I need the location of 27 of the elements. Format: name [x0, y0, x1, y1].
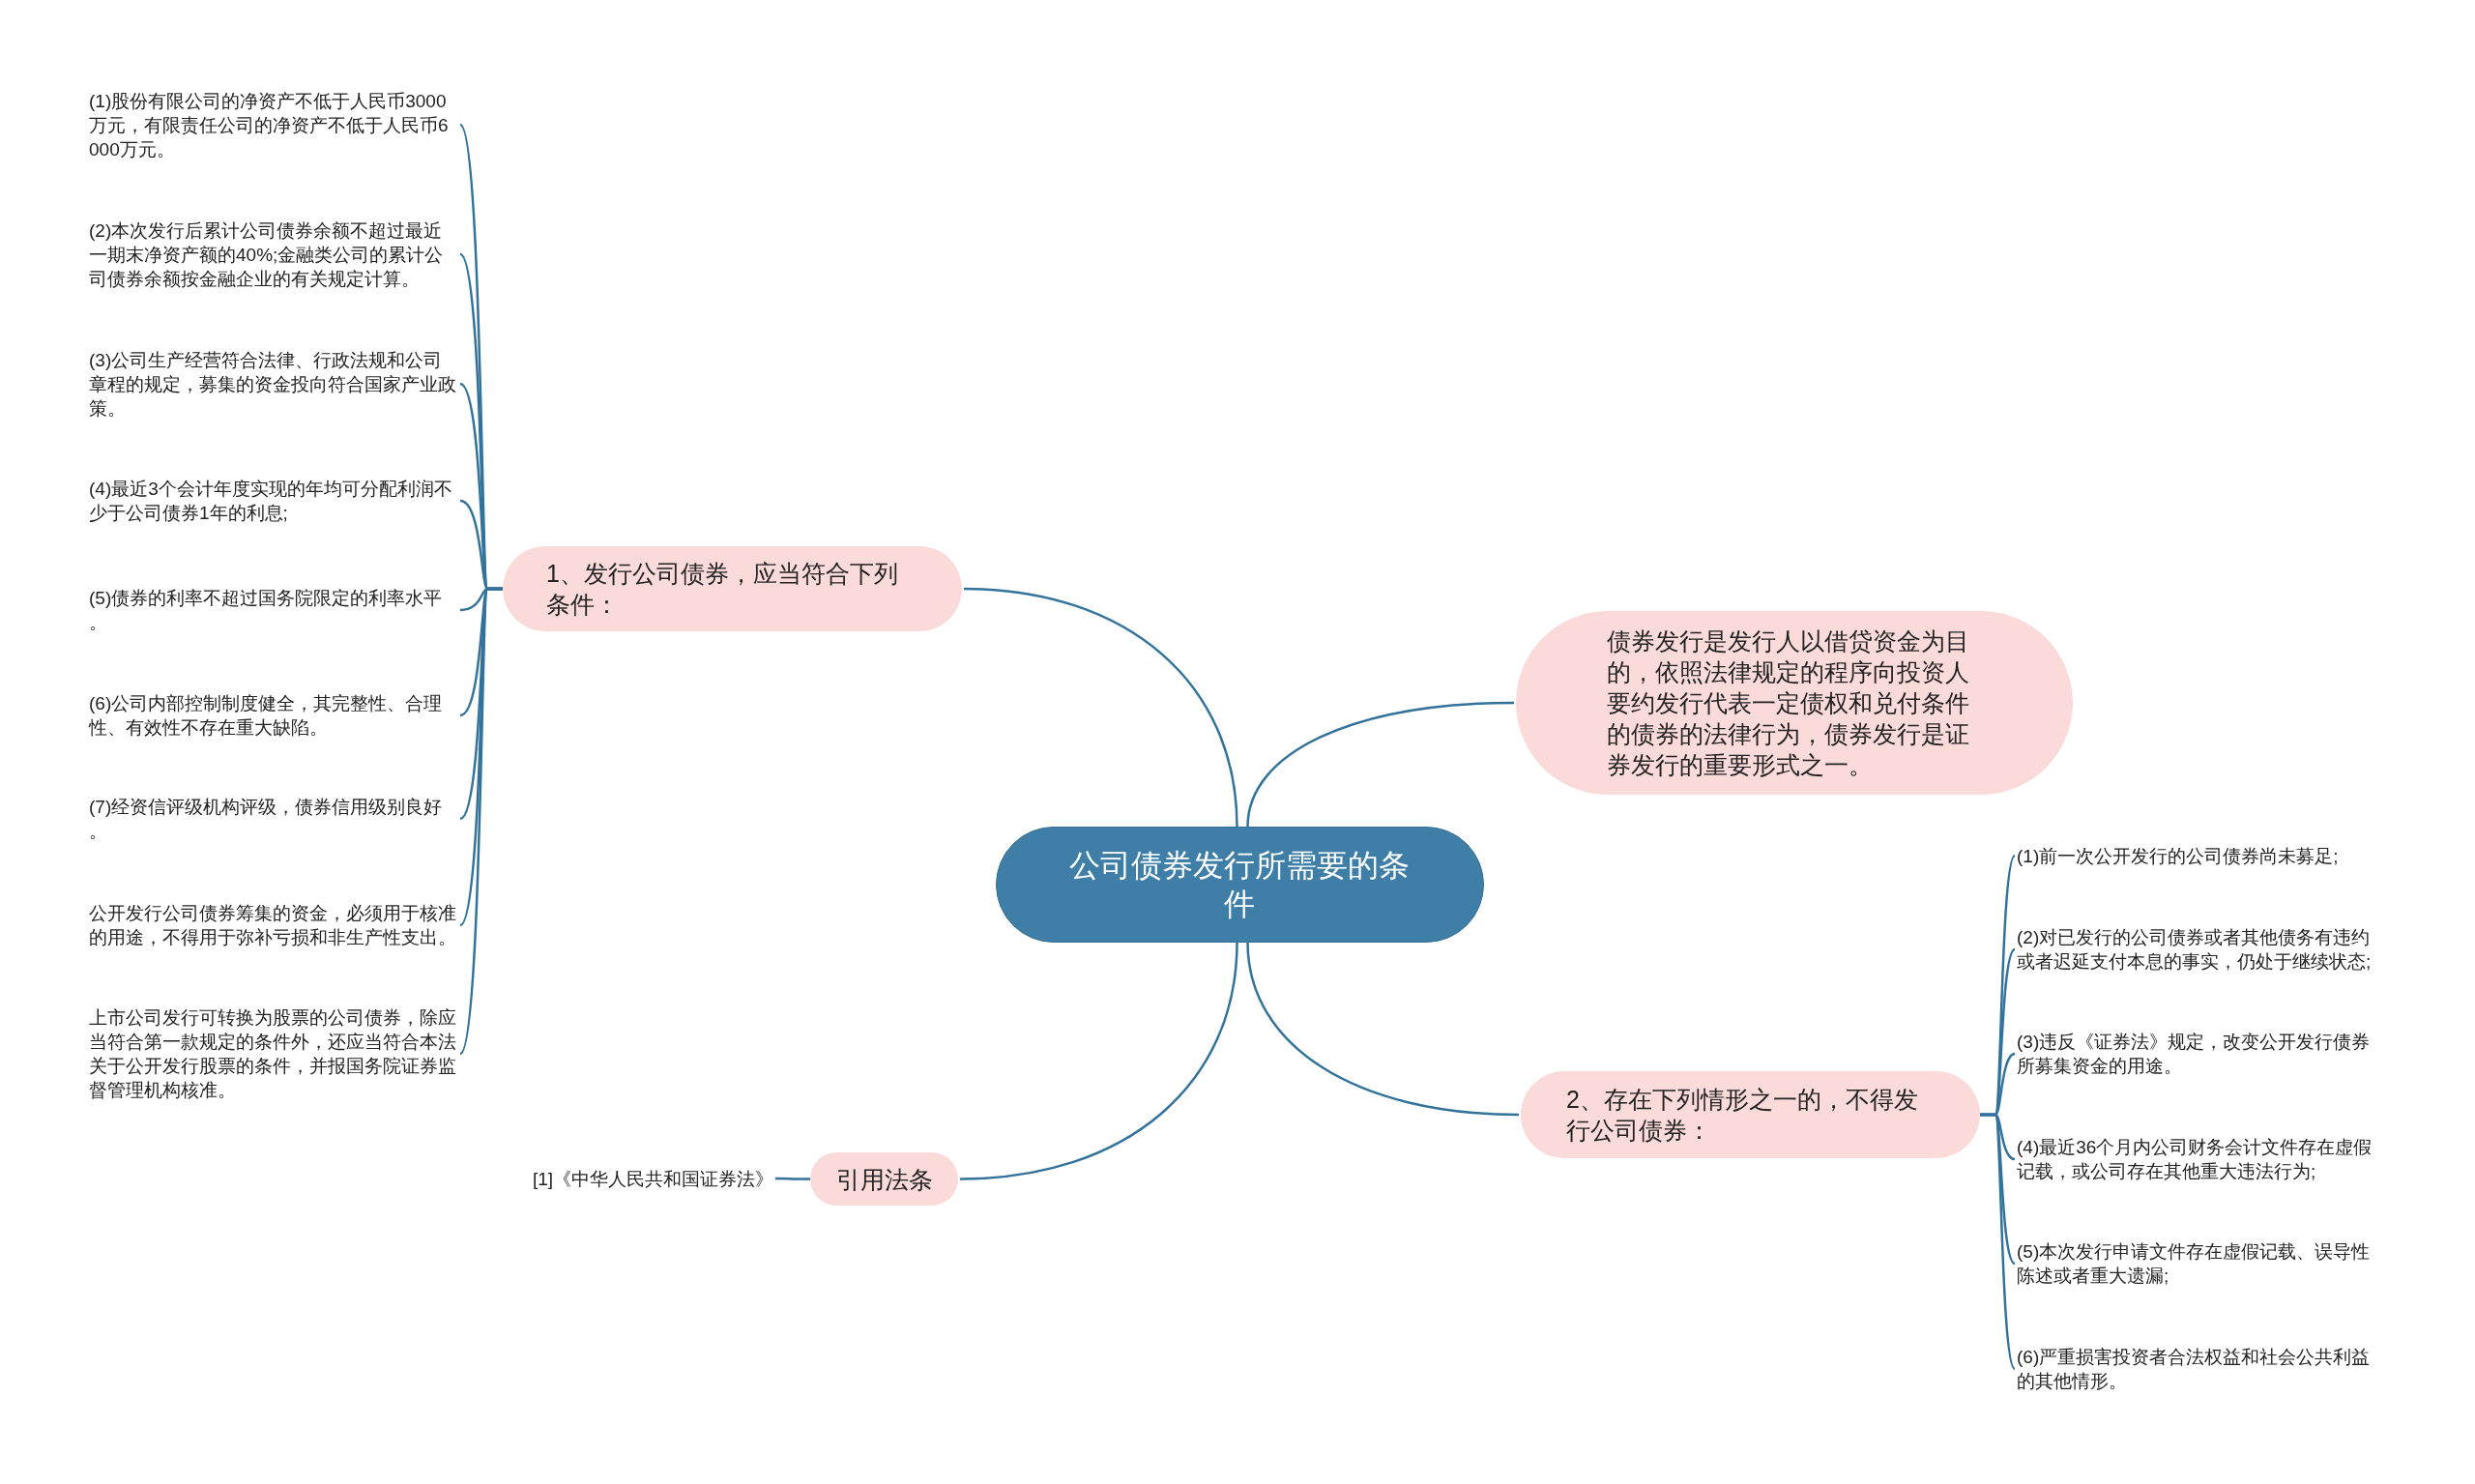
leaf-text: (6)公司内部控制制度健全，其完整性、合理性、有效性不存在重大缺陷。	[89, 691, 458, 740]
leaf-text: (4)最近36个月内公司财务会计文件存在虚假记载，或公司存在其他重大违法行为;	[2017, 1135, 2386, 1183]
leaf-text: 公开发行公司债券筹集的资金，必须用于核准的用途，不得用于弥补亏损和非生产性支出。	[89, 901, 458, 949]
connector-line	[1980, 1113, 2017, 1370]
leaf-text: (2)对已发行的公司债券或者其他债务有违约或者迟延支付本息的事实，仍处于继续状态;	[2017, 925, 2386, 974]
topic-pill: 1、发行公司债券，应当符合下列条件：	[503, 546, 962, 631]
central-topic: 公司债券发行所需要的条件	[996, 827, 1484, 943]
leaf-text: (5)债券的利率不超过国务院限定的利率水平。	[89, 586, 458, 634]
connector-line	[1246, 701, 1515, 828]
connector-line	[963, 587, 1238, 828]
leaf-text: (1)前一次公开发行的公司债券尚未募足;	[2017, 843, 2339, 868]
leaf-text: (3)违反《证券法》规定，改变公开发行债券所募集资金的用途。	[2017, 1030, 2386, 1078]
topic-pill: 2、存在下列情形之一的，不得发行公司债券：	[1521, 1071, 1980, 1158]
connector-line	[775, 1177, 810, 1180]
leaf-text: (5)本次发行申请文件存在虚假记载、误导性陈述或者重大遗漏;	[2017, 1239, 2386, 1288]
leaf-text: (2)本次发行后累计公司债券余额不超过最近一期末净资产额的40%;金融类公司的累计公司债券余额按金融企业的有关规定计算。	[89, 218, 458, 291]
connector-line	[1246, 942, 1520, 1117]
leaf-text: (1)股份有限公司的净资产不低于人民币3000万元，有限责任公司的净资产不低于人民币6000万元。	[89, 88, 458, 161]
leaf-text: 上市公司发行可转换为股票的公司债券，除应当符合第一款规定的条件外，还应当符合本法关于公开发行股票的条件，并报国务院证券监督管理机构核准。	[89, 1005, 458, 1102]
leaf-text: (3)公司生产经营符合法律、行政法规和公司章程的规定，募集的资金投向符合国家产业政策。	[89, 347, 458, 421]
leaf-text: (6)严重损害投资者合法权益和社会公共利益的其他情形。	[2017, 1345, 2386, 1393]
leaf-text: (4)最近3个会计年度实现的年均可分配利润不少于公司债券1年的利息;	[89, 477, 458, 525]
leaf-text: (7)经资信评级机构评级，债券信用级别良好。	[89, 795, 458, 843]
topic-pill: 引用法条	[810, 1152, 958, 1206]
topic-pill: 债券发行是发行人以借贷资金为目的，依照法律规定的程序向投资人要约发行代表一定债权和兑付条件的债券的法律行为，债券发行是证券发行的重要形式之一。	[1516, 611, 2073, 795]
connector-line	[959, 942, 1238, 1180]
leaf-text: [1]《中华人民共和国证券法》	[532, 1166, 773, 1191]
